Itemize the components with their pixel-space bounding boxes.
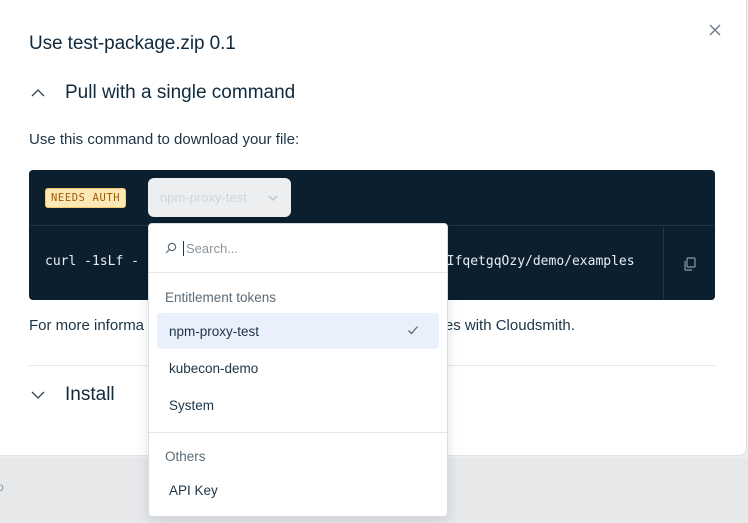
- dropdown-item-label: kubecon-demo: [169, 360, 259, 376]
- dropdown-separator: [149, 432, 447, 433]
- backdrop-text: o: [0, 480, 4, 494]
- pull-section-header[interactable]: Pull with a single command: [29, 82, 295, 104]
- copy-icon: [683, 256, 696, 271]
- dropdown-item-kubecon-demo[interactable]: kubecon-demo: [157, 350, 439, 386]
- check-icon: [407, 324, 419, 339]
- token-select-value: npm-proxy-test: [160, 190, 247, 205]
- command-toolbar: NEEDS AUTH npm-proxy-test: [29, 170, 715, 226]
- copy-button[interactable]: [663, 227, 715, 300]
- token-dropdown: Entitlement tokens npm-proxy-test kubeco…: [148, 223, 448, 517]
- close-icon: [709, 24, 721, 36]
- chevron-down-icon: [29, 386, 47, 404]
- install-section-label: Install: [65, 384, 115, 405]
- command-text-right: jIfqetgqOzy/demo/examples: [438, 254, 635, 269]
- dropdown-search: [149, 224, 447, 273]
- pull-section-label: Pull with a single command: [65, 82, 296, 103]
- dropdown-item-label: npm-proxy-test: [169, 323, 260, 339]
- command-text[interactable]: curl -1sLf - jIfqetgqOzy/demo/examples: [45, 254, 665, 269]
- close-button[interactable]: [704, 19, 726, 41]
- token-select[interactable]: npm-proxy-test: [148, 178, 291, 217]
- dropdown-search-input[interactable]: [183, 240, 423, 256]
- more-info-left: For more informa: [29, 317, 145, 334]
- dropdown-item-label: API Key: [169, 482, 218, 498]
- more-info-right: files with Cloudsmith.: [434, 317, 575, 334]
- modal-title: Use test-package.zip 0.1: [29, 33, 236, 54]
- group-label-entitlement-tokens: Entitlement tokens: [165, 290, 277, 305]
- dropdown-item-label: System: [169, 397, 215, 413]
- dropdown-item-system[interactable]: System: [157, 387, 439, 423]
- chevron-down-icon: [267, 191, 279, 209]
- needs-auth-badge: NEEDS AUTH: [45, 188, 127, 208]
- search-icon: [165, 242, 177, 254]
- download-instruction: Use this command to download your file:: [29, 131, 300, 148]
- install-section-header[interactable]: Install: [29, 384, 115, 406]
- group-label-others: Others: [165, 449, 206, 464]
- command-text-left: curl -1sLf -: [45, 254, 139, 269]
- dropdown-item-api-key[interactable]: API Key: [157, 472, 439, 508]
- dropdown-item-npm-proxy-test[interactable]: npm-proxy-test: [157, 313, 439, 349]
- chevron-up-icon: [29, 84, 47, 102]
